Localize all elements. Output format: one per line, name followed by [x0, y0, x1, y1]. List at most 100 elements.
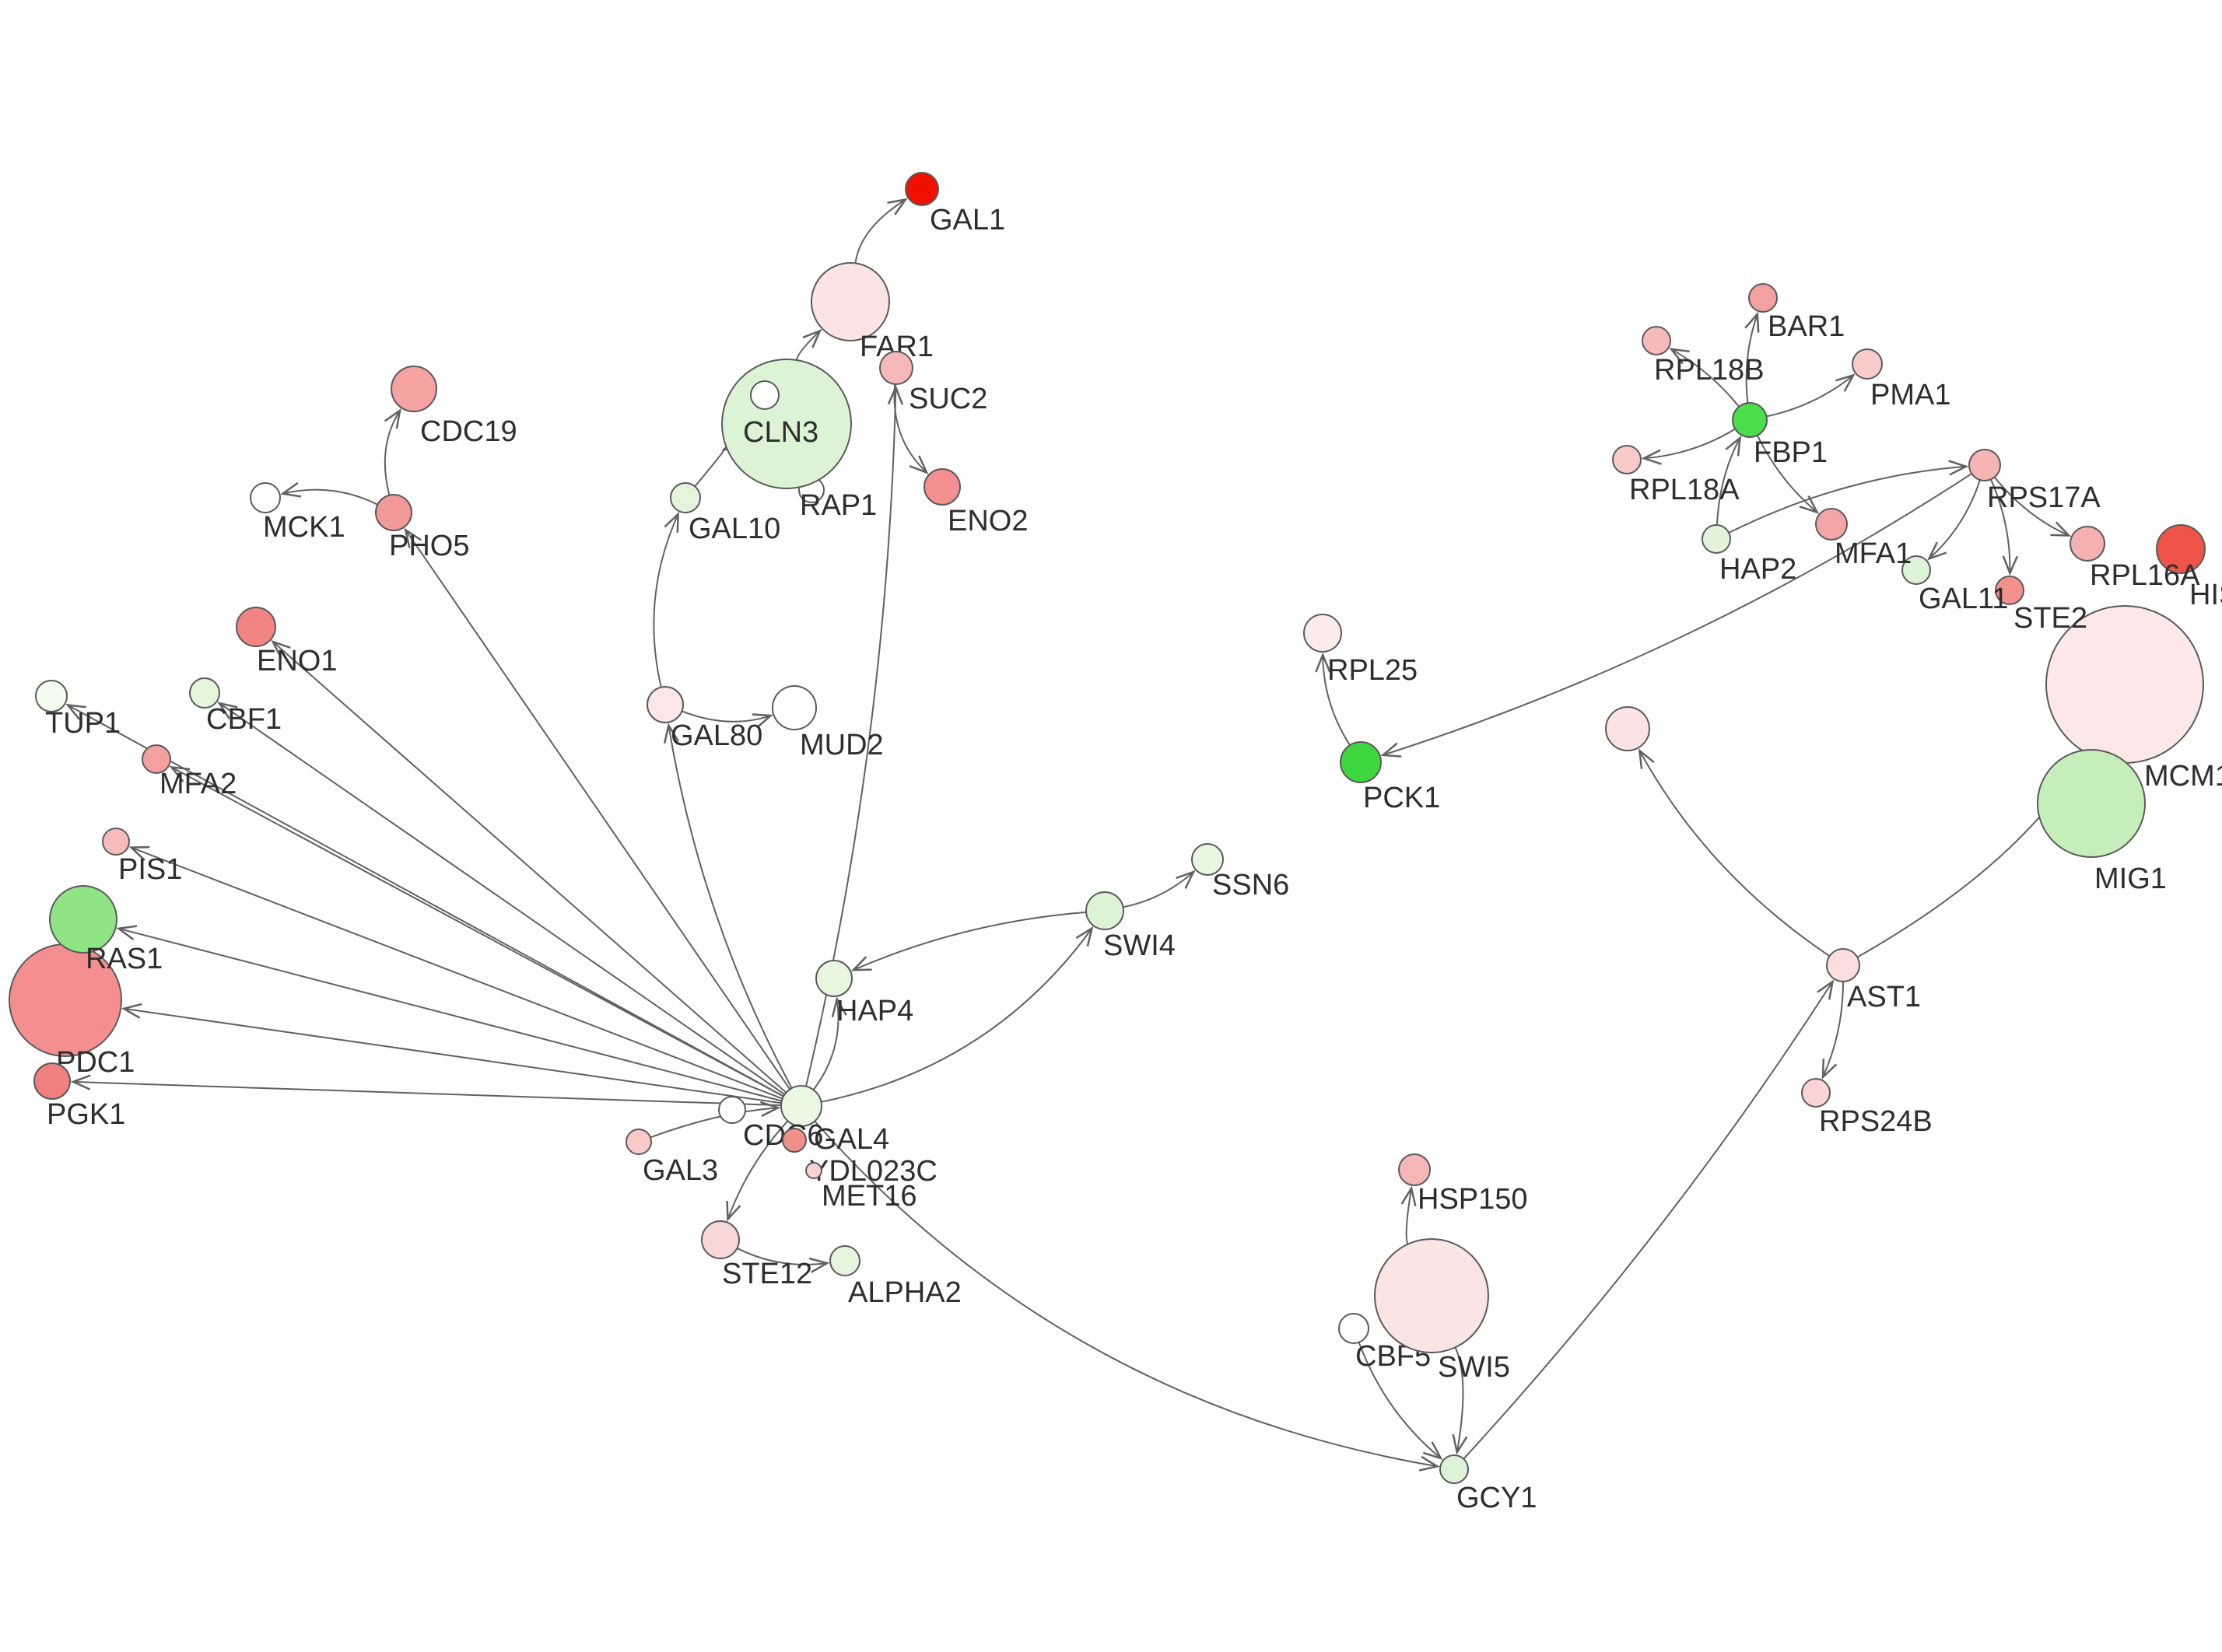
node-HIS4[interactable] [2156, 524, 2206, 574]
node-label-GAL10: GAL10 [689, 513, 780, 545]
edge-PHO5-MCK1 [280, 481, 378, 506]
edge-SWI5-GCY1 [1452, 1346, 1468, 1455]
node-HSP150[interactable] [1398, 1153, 1431, 1186]
node-MFA2[interactable] [142, 744, 171, 774]
node-label-MCK1: MCK1 [263, 511, 345, 544]
node-label-SWI4: SWI4 [1103, 929, 1176, 962]
node-RPS17A[interactable] [1968, 449, 2001, 481]
edge-CLN3-FAR1 [795, 329, 822, 361]
node-GAL10[interactable] [670, 482, 701, 513]
edge-GAL80-GAL10 [653, 511, 679, 688]
node-label-HAP4: HAP4 [836, 995, 913, 1027]
node-PGK1[interactable] [33, 1062, 71, 1100]
edge-STE12-ALPHA2 [736, 1247, 830, 1273]
node-CDC19[interactable] [391, 366, 437, 412]
edge-GAL3-GAL4 [650, 1101, 781, 1139]
edge-GAL4-PDC1 [121, 1003, 782, 1104]
edge-GCY1-AST1 [1463, 979, 1835, 1460]
node-GAL1[interactable] [905, 172, 939, 206]
node-label-ALPHA2: ALPHA2 [848, 1276, 962, 1309]
node-MCK1[interactable] [250, 482, 281, 513]
edge-SWI4-HAP4 [850, 911, 1087, 971]
node-label-PMA1: PMA1 [1870, 379, 1950, 411]
node-GAL80[interactable] [647, 686, 684, 723]
node-MIG1[interactable] [2037, 749, 2146, 858]
node-layer: RAP1CLN3FAR1GAL1SUC2ENO2GAL10CDC19MCK1PH… [9, 172, 2222, 1514]
node-label-MIG1: MIG1 [2094, 863, 2167, 895]
node-GAL11[interactable] [1901, 555, 1931, 585]
edge-RPS17A-GAL11 [1926, 479, 1981, 561]
edge-FBP1-MFA1 [1756, 435, 1820, 514]
node-label-PHO5: PHO5 [389, 530, 469, 562]
edge-GAL4-MFA2 [169, 765, 784, 1097]
node-PMA1[interactable] [1852, 348, 1883, 380]
edge-GAL4-ENO1 [271, 639, 787, 1094]
node-SWI4[interactable] [1085, 891, 1124, 930]
node-label-CLN3: CLN3 [743, 416, 818, 449]
node-label-STE12: STE12 [722, 1258, 812, 1290]
node-HAP4[interactable] [815, 960, 853, 997]
node-MUD2[interactable] [772, 685, 817, 730]
node-RPL25[interactable] [1303, 614, 1342, 653]
node-PCK1[interactable] [1340, 741, 1382, 783]
edge-GAL4-SWI4 [821, 926, 1094, 1103]
node-RPL16A[interactable] [2070, 526, 2105, 562]
node-ALPHA2[interactable] [829, 1245, 860, 1276]
node-FAR1[interactable] [811, 262, 890, 341]
node-MET16[interactable] [805, 1162, 822, 1179]
node-label-CDC19: CDC19 [420, 415, 517, 448]
node-ENO2[interactable] [923, 468, 961, 506]
edge-GAL4-STE12 [726, 1120, 789, 1222]
edge-layer [65, 198, 2086, 1472]
node-HAP2[interactable] [1702, 524, 1731, 554]
edge-SWI5-HSP150 [1400, 1185, 1417, 1245]
node-YDL023C[interactable] [782, 1128, 807, 1153]
node-label-SUC2: SUC2 [909, 383, 987, 415]
node-MFA1[interactable] [1815, 508, 1848, 541]
node-PIS1[interactable] [102, 828, 130, 856]
node-GCY1[interactable] [1439, 1454, 1469, 1484]
edge-FBP1-RPL18A [1641, 428, 1736, 465]
node-label-SWI5: SWI5 [1438, 1351, 1510, 1384]
node-STE2[interactable] [1995, 576, 2024, 605]
node-RPL18B[interactable] [1642, 326, 1671, 355]
node-label-RPS24B: RPS24B [1819, 1105, 1933, 1138]
edge-SUC2-ENO2 [893, 383, 929, 474]
node-BAR1[interactable] [1748, 283, 1778, 313]
node-unlabeled2[interactable] [1605, 706, 1650, 751]
node-label-CBF1: CBF1 [206, 703, 282, 736]
node-unlabeled1[interactable] [750, 380, 780, 410]
node-RPS24B[interactable] [1801, 1078, 1831, 1108]
node-ENO1[interactable] [236, 607, 276, 647]
node-GAL4[interactable] [780, 1085, 822, 1127]
node-SWI5[interactable] [1374, 1238, 1489, 1353]
node-FBP1[interactable] [1732, 402, 1768, 438]
node-label-ENO1: ENO1 [257, 645, 337, 677]
node-label-SSN6: SSN6 [1212, 869, 1289, 901]
node-SSN6[interactable] [1191, 843, 1224, 876]
node-SUC2[interactable] [879, 351, 913, 385]
node-TUP1[interactable] [35, 680, 68, 712]
node-RPL18A[interactable] [1612, 445, 1642, 474]
node-label-MFA2: MFA2 [159, 768, 237, 800]
node-label-PGK1: PGK1 [47, 1098, 125, 1131]
node-label-HAP2: HAP2 [1719, 553, 1796, 586]
node-label-MFA1: MFA1 [1835, 537, 1912, 570]
node-label-MET16: MET16 [822, 1180, 916, 1213]
node-CBF5[interactable] [1338, 1313, 1369, 1344]
edge-GAL4-TUP1 [65, 703, 784, 1097]
node-label-GAL4: GAL4 [814, 1123, 889, 1156]
node-CDC6[interactable] [718, 1096, 746, 1124]
node-AST1[interactable] [1826, 948, 1860, 982]
edge-GAL4-HAP4 [812, 996, 847, 1090]
node-label-FBP1: FBP1 [1754, 436, 1828, 469]
node-PHO5[interactable] [375, 494, 412, 531]
node-label-PDC1: PDC1 [56, 1046, 135, 1079]
node-STE12[interactable] [701, 1220, 740, 1259]
node-CBF1[interactable] [189, 677, 220, 709]
node-GAL3[interactable] [626, 1129, 652, 1155]
node-RAS1[interactable] [49, 885, 117, 954]
node-label-RPS17A: RPS17A [1987, 481, 2101, 514]
